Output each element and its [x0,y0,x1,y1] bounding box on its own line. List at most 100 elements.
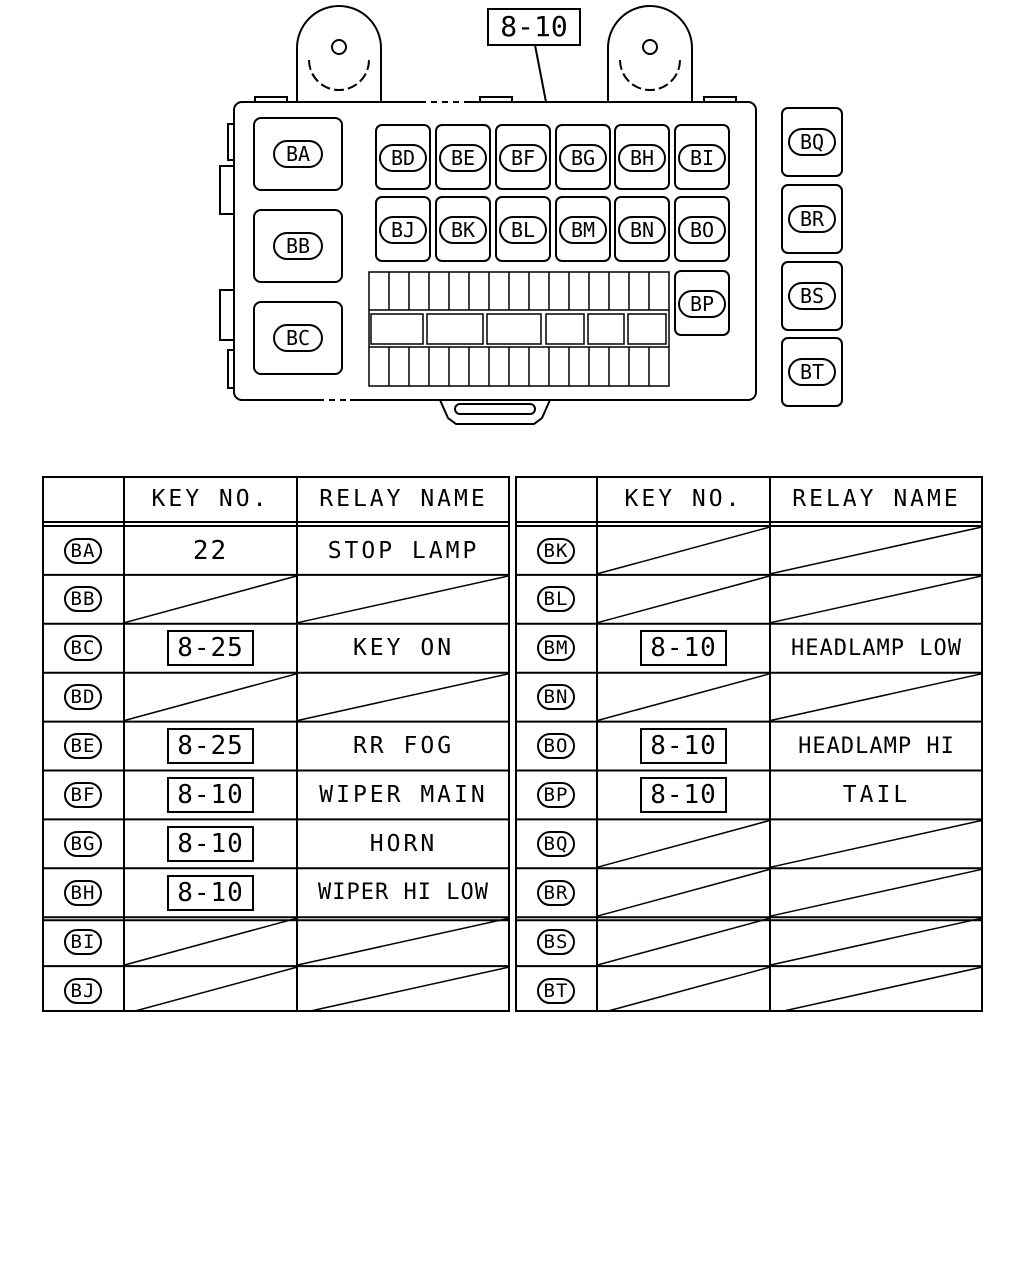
relay-name-cell: HORN [369,830,438,857]
table-row: BL [515,575,983,624]
row-id-cell: BH [42,868,124,917]
row-id-label: BS [536,928,576,955]
key-no-cell [597,673,770,722]
slot-bp: BP [674,270,730,336]
row-id-label: BD [63,684,103,711]
relay-name-cell: HEADLAMP LOW [791,635,962,661]
header-key-no: KEY NO. [624,486,743,512]
slot-bq: BQ [781,107,843,177]
table-row: BK [515,526,983,575]
row-id-cell: BO [515,722,597,771]
slot-bj: BJ [375,196,431,262]
row-id-cell: BQ [515,819,597,868]
svg-text:BS: BS [800,284,824,308]
row-id-cell: BA [42,526,124,575]
relay-name-cell [770,868,983,917]
slot-bn: BN [614,196,670,262]
slot-bs: BS [781,261,843,331]
row-id-cell: BN [515,673,597,722]
svg-text:BM: BM [571,218,595,242]
key-no-cell [124,575,297,624]
svg-text:BK: BK [451,218,475,242]
relay-name-cell [297,917,510,966]
slot-label: BK [439,216,487,244]
svg-text:BA: BA [286,142,310,166]
key-no-value: 8-25 [167,728,254,765]
svg-text:BN: BN [630,218,654,242]
row-id-label: BF [63,782,103,808]
row-id-label: BJ [63,977,103,1004]
svg-text:BO: BO [690,218,714,242]
key-no-cell [597,868,770,917]
key-no-value: 8-25 [167,630,254,667]
slot-label: BB [273,232,323,260]
key-no-cell [597,819,770,868]
slot-label: BE [439,144,487,172]
slot-bd: BD [375,124,431,190]
row-id-cell: BP [515,771,597,820]
row-id-cell: BL [515,575,597,624]
slot-bi: BI [674,124,730,190]
svg-text:BJ: BJ [391,218,415,242]
slot-label: BQ [788,128,836,156]
slot-label: BJ [379,216,427,244]
header-relay-name: RELAY NAME [792,486,961,512]
key-no-cell [597,526,770,575]
slot-label: BR [788,205,836,233]
key-no-cell [597,917,770,966]
row-id-cell: BI [42,917,124,966]
key-no-value: 8-10 [167,777,254,813]
slot-label: BN [618,216,666,244]
row-id-label: BQ [536,830,576,857]
row-id-cell: BF [42,771,124,820]
slot-bg: BG [555,124,611,190]
relay-name-cell [770,526,983,575]
row-id-label: BO [536,733,576,760]
slot-bk: BK [435,196,491,262]
row-id-label: BI [63,928,103,955]
slot-bh: BH [614,124,670,190]
relay-name-cell: STOP LAMP [327,537,480,564]
row-id-cell: BC [42,624,124,673]
slot-label: BH [618,144,666,172]
key-no-cell: 8-10 [597,722,770,771]
row-id-label: BL [536,586,576,613]
slot-bl: BL [495,196,551,262]
relay-name-cell: RR FOG [352,733,455,760]
row-id-label: BG [63,830,103,857]
slot-br: BR [781,184,843,254]
relay-name-cell [770,673,983,722]
svg-text:BG: BG [571,146,595,170]
svg-text:BT: BT [800,360,824,384]
key-no-cell [597,575,770,624]
svg-text:BI: BI [690,146,714,170]
slot-label: BS [788,282,836,310]
table-grid-left [42,476,510,1012]
relay-name-cell: WIPER HI LOW [318,880,489,906]
svg-text:BE: BE [451,146,475,170]
slot-bo: BO [674,196,730,262]
slot-label: BL [499,216,547,244]
slot-label: BF [499,144,547,172]
slot-label: BM [559,216,607,244]
svg-text:BQ: BQ [800,130,824,154]
svg-text:BD: BD [391,146,415,170]
slot-bt: BT [781,337,843,407]
key-no-cell: 8-10 [597,771,770,820]
top-callout-box [487,8,581,46]
row-id-cell: BT [515,966,597,1015]
row-id-cell: BB [42,575,124,624]
key-no-cell: 8-25 [124,722,297,771]
row-id-cell: BG [42,819,124,868]
relay-name-cell [770,966,983,1015]
callout-leader [534,44,547,103]
slot-label: BO [678,216,726,244]
key-no-value: 8-10 [167,874,254,911]
